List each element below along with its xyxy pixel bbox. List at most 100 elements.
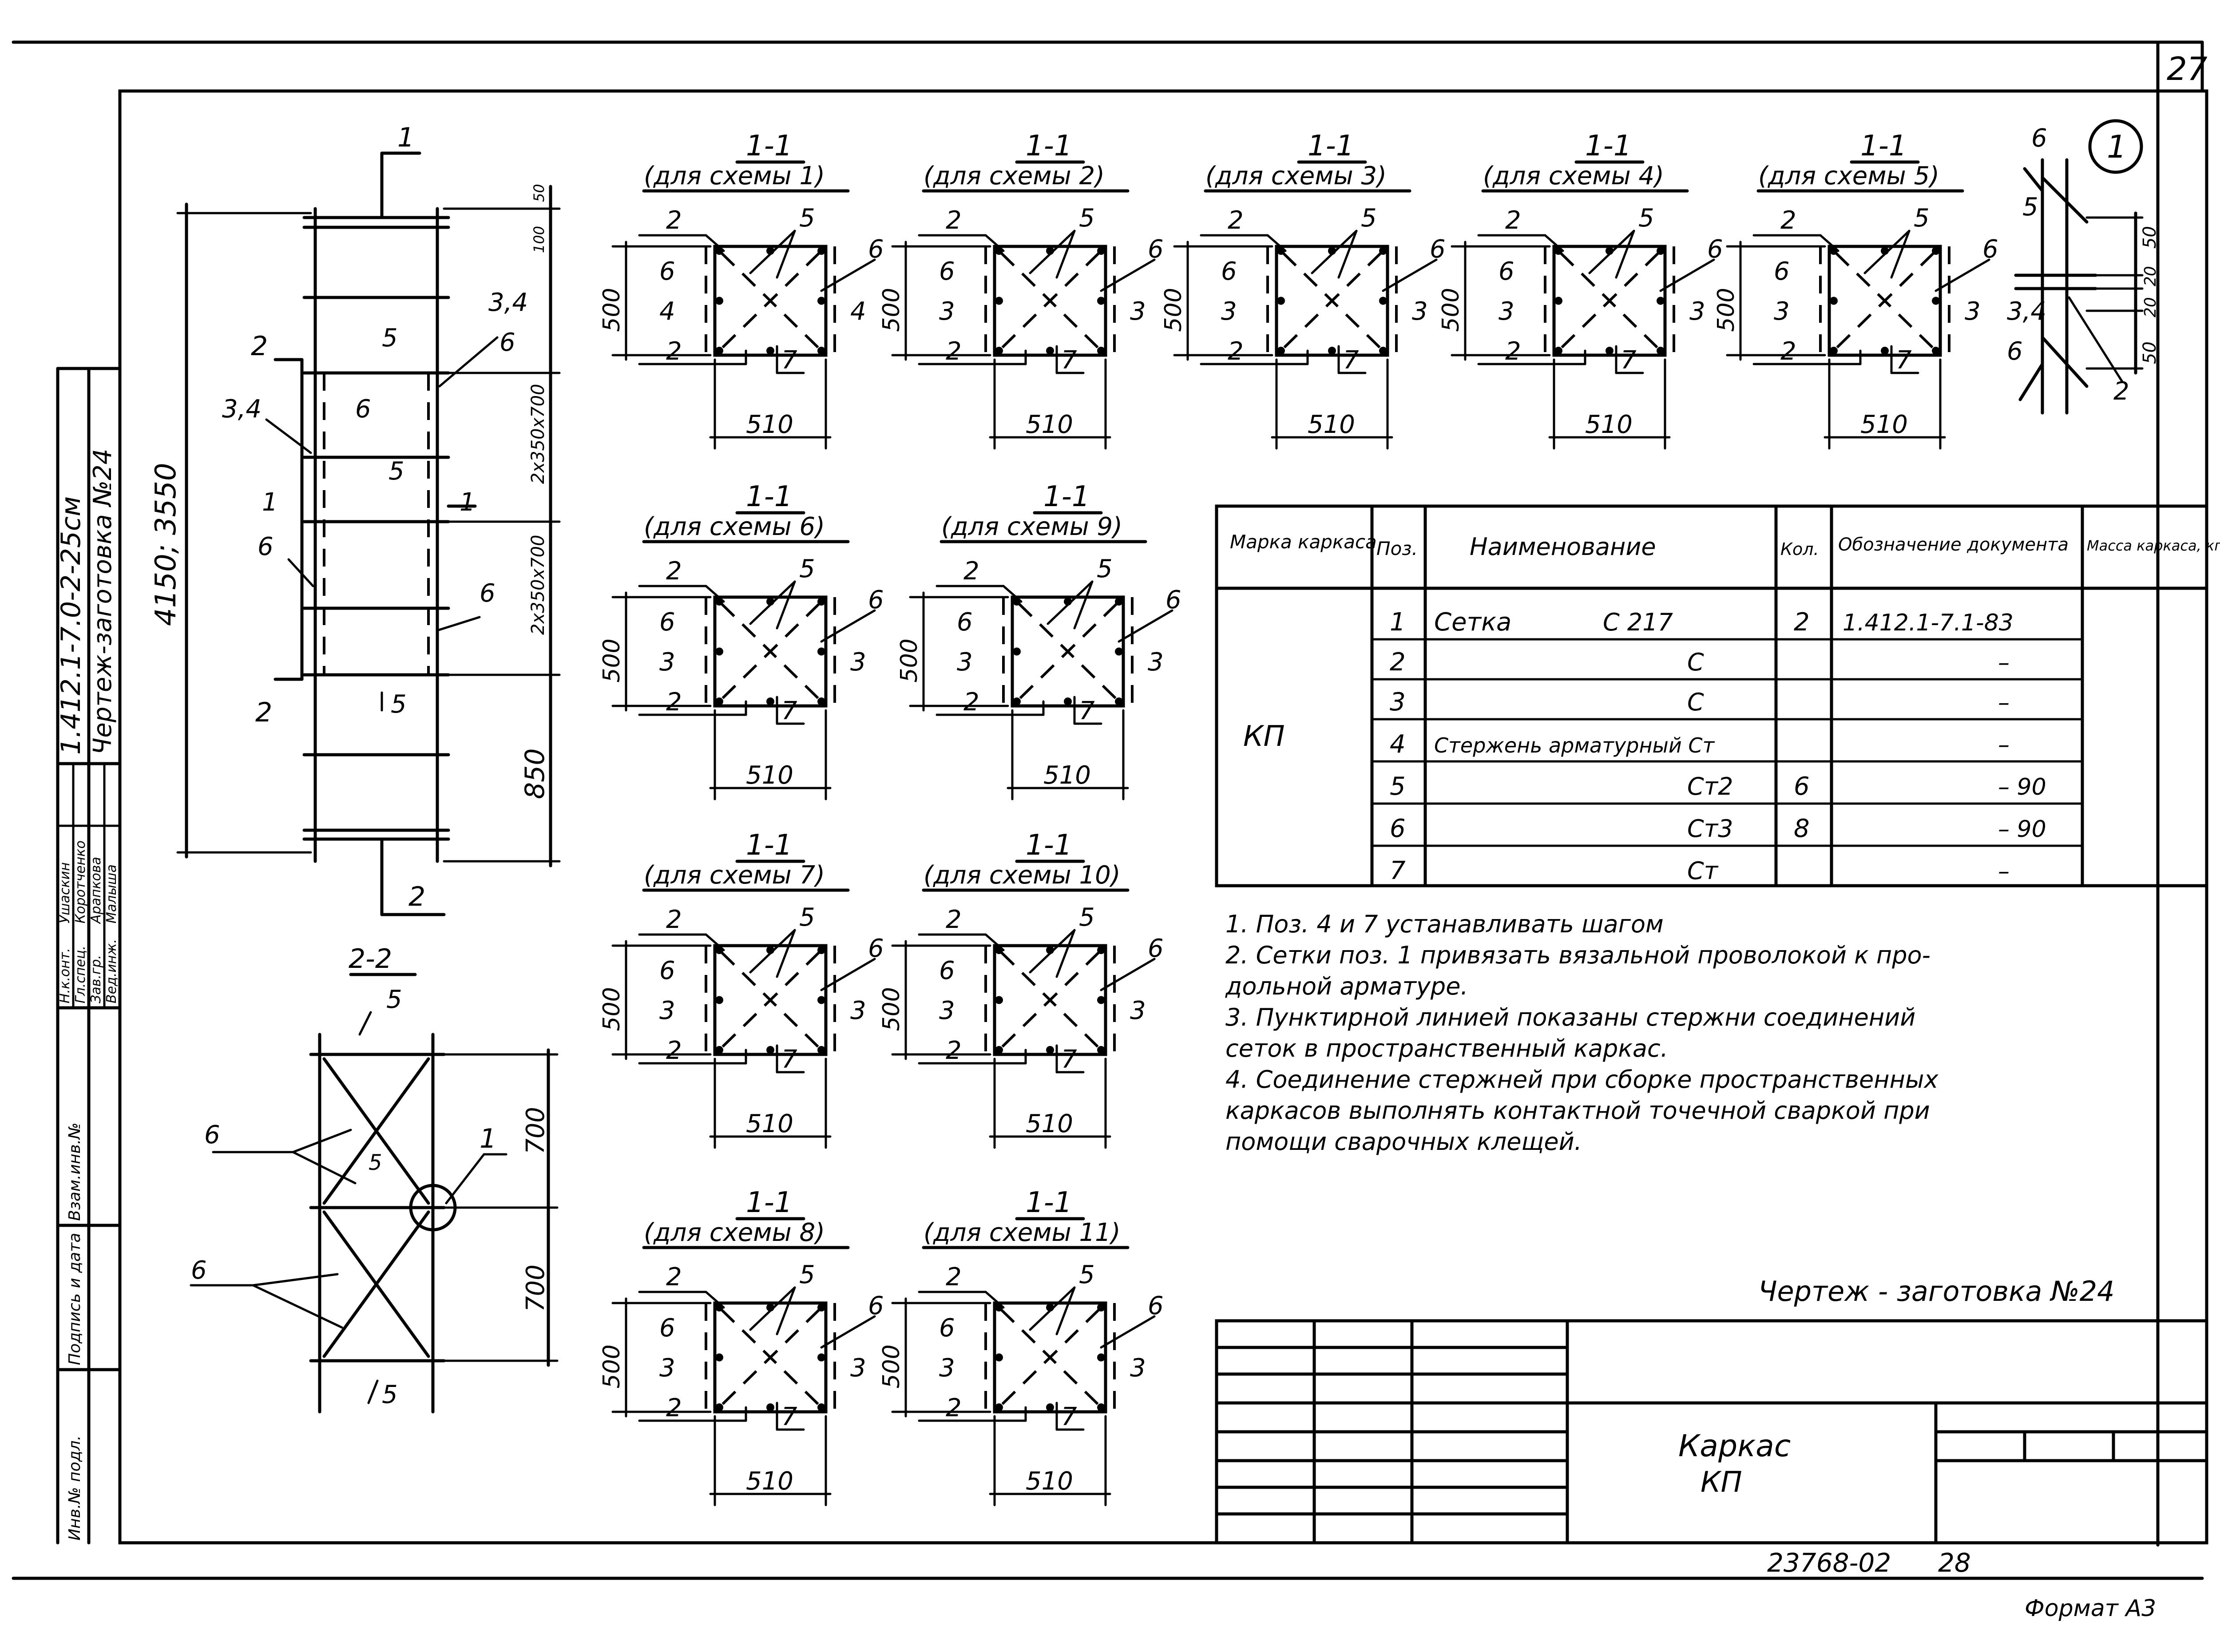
section-label-7: 7 <box>781 1402 797 1431</box>
section-label-2-bottom: 2 <box>666 1036 682 1065</box>
footer-code: 23768-02 <box>1767 1548 1891 1578</box>
side-name-2: Коротченко <box>73 840 88 923</box>
footer-page: 28 <box>1938 1548 1971 1578</box>
elev-callout-34b: 3,4 <box>222 395 262 424</box>
section-label-5: 5 <box>1079 903 1095 932</box>
detail-1-marker: 1 <box>2107 129 2127 165</box>
section-side-left: 3 <box>659 1354 675 1383</box>
section-label-7: 7 <box>781 1045 797 1074</box>
footer-format: Формат А3 <box>2025 1595 2156 1622</box>
section-label-2-top: 2 <box>946 1263 962 1291</box>
section-subtitle: (для схемы 6) <box>644 512 825 541</box>
section-width-label: 510 <box>746 761 793 790</box>
section-subtitle: (для схемы 5) <box>1758 162 1939 190</box>
side-drawing-title: Чертеж-заготовка №24 <box>88 449 117 755</box>
section-label-2-top: 2 <box>666 1263 682 1291</box>
section-label-5: 5 <box>799 1260 815 1289</box>
section-side-left: 3 <box>939 297 955 326</box>
spec-row-name2: С <box>1687 688 1704 716</box>
section-label-6-right: 6 <box>1148 235 1164 264</box>
section-2-2-dim2: 700 <box>521 1264 550 1312</box>
section-title: 1-1 <box>1308 130 1354 162</box>
section-2-2-c5top: 5 <box>386 985 402 1014</box>
elev-callout-6a: 6 <box>500 328 515 357</box>
side-stamp <box>56 367 122 1545</box>
section-label-6-left: 6 <box>659 608 675 637</box>
section-label-2-top: 2 <box>666 557 682 586</box>
detail-1-l2: 2 <box>2113 377 2129 406</box>
section-2-2-c5bot: 5 <box>382 1380 398 1409</box>
detail-1-l5: 5 <box>2022 193 2038 222</box>
section-width-label: 510 <box>746 410 793 439</box>
elev-callout-5a: 5 <box>382 324 398 353</box>
section-side-right: 3 <box>1689 297 1705 326</box>
spec-row-name2: Ст3 <box>1687 815 1733 843</box>
section-label-6-left: 6 <box>1498 257 1514 286</box>
note-line: помощи сварочных клещей. <box>1225 1128 1582 1156</box>
sheet-number: 27 <box>2167 50 2208 87</box>
sheet-frame <box>12 40 2208 1580</box>
section-label-6-right: 6 <box>1166 586 1181 614</box>
section-label-5: 5 <box>1638 204 1654 233</box>
section-label-7: 7 <box>781 346 797 375</box>
note-line: сеток в пространственный каркас. <box>1225 1034 1668 1062</box>
section-label-6-left: 6 <box>659 956 675 985</box>
section-label-6-right: 6 <box>868 934 884 963</box>
elev-dim-grid-lower: 2x350x700 <box>528 535 548 635</box>
section-side-right: 3 <box>850 648 866 677</box>
section-side-right: 3 <box>1148 648 1164 677</box>
section-2-2-c5mid: 5 <box>369 1150 382 1175</box>
detail-1-d20a: 20 <box>2141 266 2160 286</box>
section-side-right: 3 <box>1412 297 1428 326</box>
section-2-2-c1: 1 <box>480 1123 496 1154</box>
section-label-5: 5 <box>1079 204 1095 233</box>
elevation-view <box>176 151 561 916</box>
side-field-inv: Инв.№ подл. <box>66 1435 84 1541</box>
section-height-label: 500 <box>878 288 905 332</box>
elev-callout-6b: 6 <box>355 395 371 424</box>
section-label-2-top: 2 <box>1505 206 1521 235</box>
section-label-2-bottom: 2 <box>946 1394 962 1422</box>
spec-row-doc: – 90 <box>1998 816 2046 843</box>
section-height-label: 500 <box>878 987 905 1031</box>
section-label-2-bottom: 2 <box>946 337 962 366</box>
detail-1-l6b: 6 <box>2007 337 2023 366</box>
section-height-label: 500 <box>599 288 625 332</box>
section-side-right: 3 <box>1130 1354 1146 1383</box>
section-side-right: 3 <box>1130 297 1146 326</box>
section-label-5: 5 <box>799 204 815 233</box>
section-label-6-left: 6 <box>939 956 955 985</box>
spec-row-qty: 8 <box>1794 814 1810 843</box>
spec-row-doc: 1.412.1-7.1-83 <box>1843 610 2014 636</box>
elev-callout-sec1: 1 <box>262 488 278 517</box>
section-side-right: 3 <box>850 996 866 1025</box>
section-title: 1-1 <box>746 1186 793 1219</box>
section-label-6-left: 6 <box>1221 257 1237 286</box>
title-block-name-2: КП <box>1701 1466 1742 1499</box>
spec-row-qty: 6 <box>1794 772 1810 801</box>
section-label-7: 7 <box>781 697 797 725</box>
section-side-left: 3 <box>659 648 675 677</box>
detail-1-d20b: 20 <box>2141 297 2160 317</box>
section-subtitle: (для схемы 1) <box>644 162 825 190</box>
section-side-right: 4 <box>850 297 866 326</box>
section-label-7: 7 <box>1343 346 1359 375</box>
section-label-2-top: 2 <box>1228 206 1244 235</box>
spec-row-pos: 4 <box>1390 730 1406 759</box>
section-2-2-dim1: 700 <box>521 1107 550 1154</box>
section-label-7: 7 <box>1621 346 1637 375</box>
side-role-3: Зав.гр. <box>88 955 104 1003</box>
note-line: 2. Сетки поз. 1 привязать вязальной пров… <box>1225 941 1931 969</box>
spec-row-name2: С 217 <box>1603 608 1673 636</box>
spec-row-name: Стержень арматурный Ст <box>1434 733 1715 757</box>
section-width-label: 510 <box>1026 410 1073 439</box>
elev-dim-bottom: 850 <box>519 748 551 799</box>
section-title: 1-1 <box>1026 1186 1072 1219</box>
section-height-label: 500 <box>599 638 625 682</box>
section-subtitle: (для схемы 9) <box>941 512 1122 541</box>
